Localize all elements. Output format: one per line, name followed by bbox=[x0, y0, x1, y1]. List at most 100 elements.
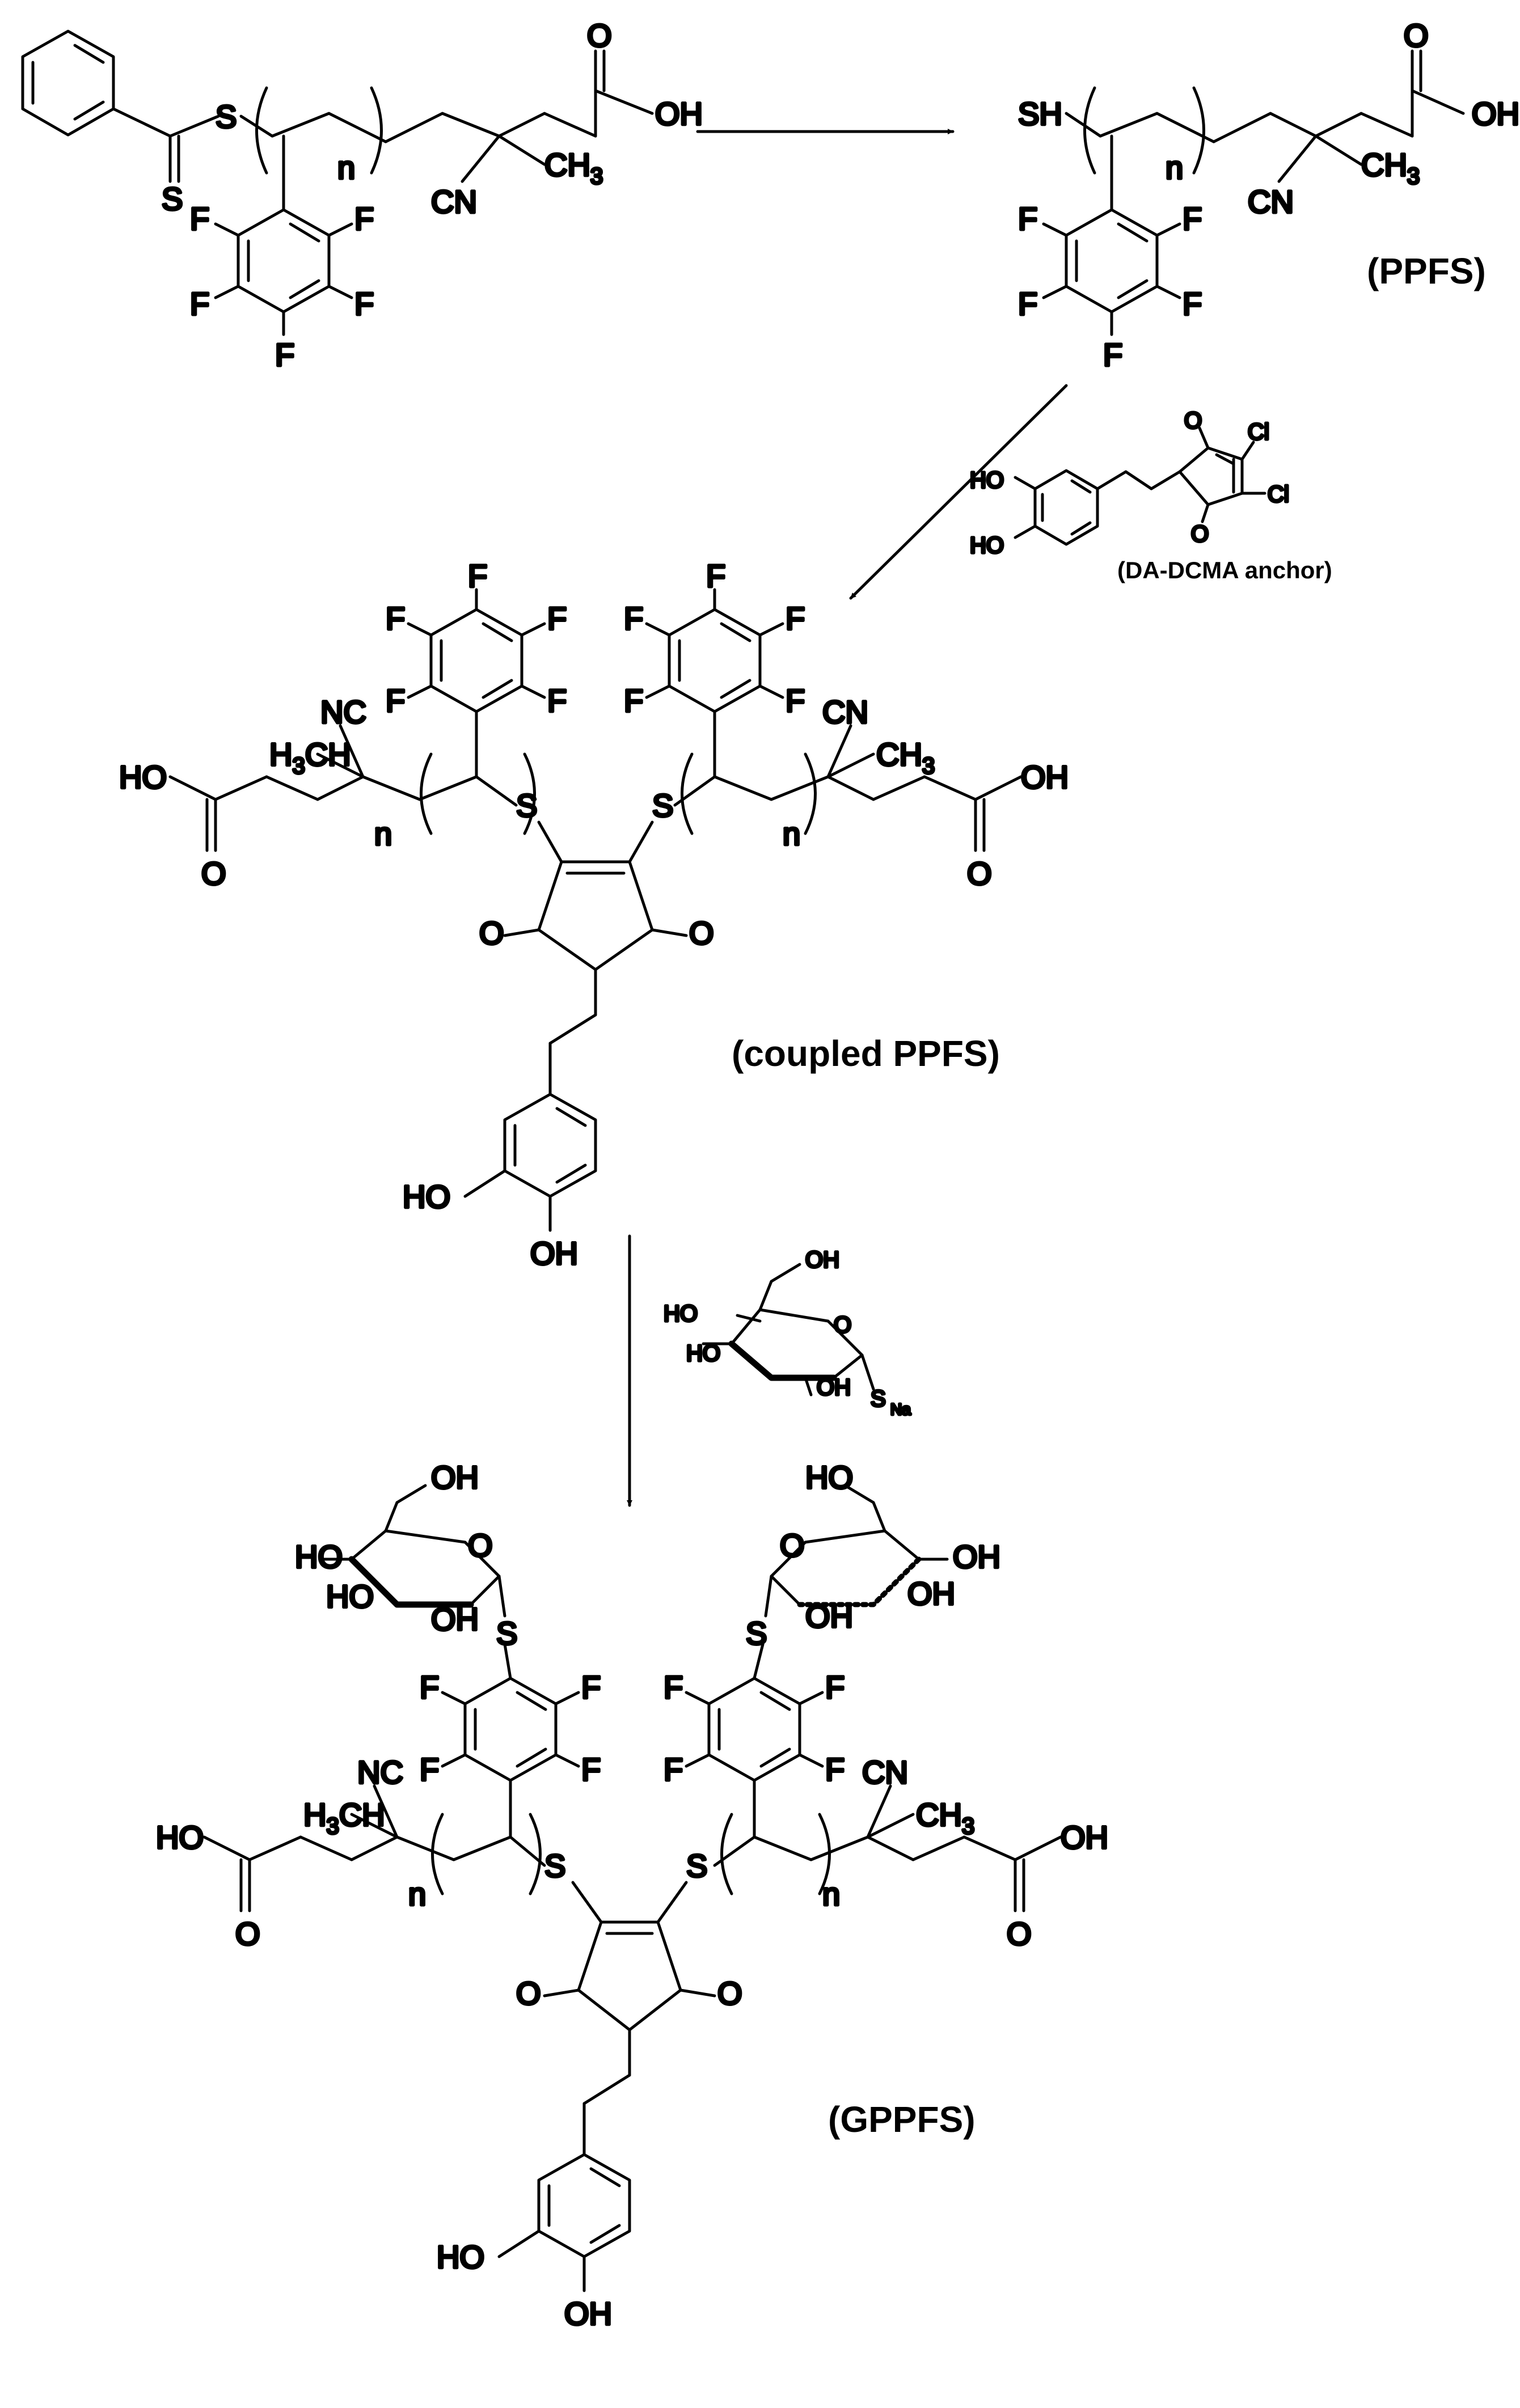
ppfs-structure: SH n CH3 CN O OH F F F F F bbox=[1017, 16, 1520, 374]
atom-f: F bbox=[664, 1669, 683, 1705]
hydroxyl-label: HO bbox=[686, 1341, 720, 1366]
methyl-label: H3CH bbox=[269, 737, 351, 778]
thioether-s: S bbox=[652, 788, 673, 823]
hydroxyl-label: HO bbox=[664, 1301, 698, 1326]
atom-o: O bbox=[587, 18, 612, 53]
hydroxyl-label: HO bbox=[970, 468, 1004, 493]
atom-f: F bbox=[1183, 286, 1202, 321]
repeat-n: n bbox=[822, 1876, 840, 1912]
hydroxyl-label: OH bbox=[431, 1601, 479, 1637]
atom-f: F bbox=[386, 600, 405, 636]
benzene-ring bbox=[21, 29, 115, 137]
label-coupled-ppfs: (coupled PPFS) bbox=[732, 1033, 1000, 1074]
thioether-s: S bbox=[746, 1615, 767, 1651]
hydroxyl-label: OH bbox=[655, 96, 703, 132]
chloro-label: Cl bbox=[1248, 420, 1269, 445]
atom-f: F bbox=[581, 1669, 601, 1705]
hydroxyl-label: HO bbox=[119, 759, 167, 795]
atom-o: O bbox=[516, 1975, 541, 2011]
hydroxyl-label: OH bbox=[805, 1598, 853, 1634]
da-dcma-anchor-structure: HO HO O O Cl Cl bbox=[969, 407, 1291, 560]
gppfs-structure: OH O HO HO OH S HO O OH OH OH S F F F F … bbox=[155, 1458, 1110, 2333]
atom-o: O bbox=[967, 856, 992, 891]
ring-oxygen: O bbox=[834, 1313, 851, 1338]
atom-o: O bbox=[201, 856, 226, 891]
atom-o: O bbox=[1404, 18, 1429, 53]
atom-f: F bbox=[354, 201, 374, 236]
hydroxyl-label: OH bbox=[1021, 759, 1069, 795]
nitrile-label: CN bbox=[1248, 184, 1294, 219]
nitrile-label: CN bbox=[862, 1754, 908, 1790]
hydroxyl-label: HO bbox=[156, 1819, 204, 1855]
repeat-n: n bbox=[783, 816, 800, 852]
hydroxyl-label: OH bbox=[431, 1459, 479, 1495]
hydroxyl-label: HO bbox=[437, 2239, 484, 2275]
atom-f: F bbox=[624, 600, 643, 636]
hydroxyl-label: HO bbox=[295, 1539, 343, 1575]
nitrile-label: NC bbox=[320, 694, 366, 730]
atom-o: O bbox=[1184, 408, 1202, 433]
atom-f: F bbox=[706, 558, 725, 594]
sodium-label: Na bbox=[890, 1400, 911, 1418]
thioether-s: S bbox=[686, 1848, 707, 1884]
atom-o: O bbox=[1191, 522, 1209, 547]
atom-f: F bbox=[386, 683, 405, 718]
hydroxyl-label: OH bbox=[817, 1375, 851, 1400]
repeat-n: n bbox=[337, 150, 355, 185]
atom-f: F bbox=[420, 1669, 439, 1705]
atom-o: O bbox=[689, 915, 714, 951]
atom-f: F bbox=[190, 286, 209, 321]
hydroxyl-label: HO bbox=[403, 1179, 450, 1214]
atom-o: O bbox=[1007, 1916, 1032, 1952]
methyl-label: CH3 bbox=[1361, 147, 1420, 189]
hydroxyl-label: OH bbox=[1472, 96, 1519, 132]
hydroxyl-label: OH bbox=[1061, 1819, 1108, 1855]
nitrile-label: NC bbox=[357, 1754, 403, 1790]
atom-f: F bbox=[547, 683, 567, 718]
atom-f: F bbox=[825, 1669, 845, 1705]
thiol-label: SH bbox=[1018, 96, 1062, 132]
ring-oxygen: O bbox=[468, 1527, 493, 1563]
coupled-ppfs-structure: F F F F F F F F F F NC H3CH CN CH3 HO O … bbox=[118, 557, 1070, 1273]
atom-s: S bbox=[162, 181, 183, 217]
atom-f: F bbox=[1103, 337, 1122, 373]
thioether-s: S bbox=[544, 1848, 565, 1884]
thiolate-s: S bbox=[871, 1386, 886, 1411]
label-gppfs: (GPPFS) bbox=[828, 2099, 976, 2140]
raft-polymer-structure: S S n CH3 CN O OH F F F F F bbox=[21, 16, 704, 374]
atom-f: F bbox=[1183, 201, 1202, 236]
hydroxyl-label: HO bbox=[326, 1578, 374, 1614]
hydroxyl-label: HO bbox=[805, 1459, 853, 1495]
label-ppfs: (PPFS) bbox=[1367, 251, 1486, 291]
atom-f: F bbox=[190, 201, 209, 236]
methyl-label: H3CH bbox=[303, 1797, 385, 1839]
atom-o: O bbox=[235, 1916, 260, 1952]
atom-f: F bbox=[1018, 201, 1037, 236]
repeat-n: n bbox=[1166, 150, 1183, 185]
atom-f: F bbox=[420, 1751, 439, 1787]
atom-o: O bbox=[717, 1975, 742, 2011]
methyl-label: CH3 bbox=[916, 1797, 974, 1839]
thioglucose-sodium-structure: OH O HO HO OH S Na bbox=[662, 1246, 913, 1420]
methyl-label: CH3 bbox=[544, 147, 603, 189]
atom-f: F bbox=[1018, 286, 1037, 321]
label-anchor: (DA-DCMA anchor) bbox=[1117, 557, 1332, 583]
atom-f: F bbox=[664, 1751, 683, 1787]
ring-oxygen: O bbox=[780, 1527, 805, 1563]
atom-f: F bbox=[547, 600, 567, 636]
hydroxyl-label: OH bbox=[953, 1539, 1000, 1575]
atom-f: F bbox=[581, 1751, 601, 1787]
methyl-label: CH3 bbox=[876, 737, 935, 778]
atom-f: F bbox=[275, 337, 294, 373]
atom-f: F bbox=[354, 286, 374, 321]
nitrile-label: CN bbox=[431, 184, 477, 219]
atom-s: S bbox=[216, 99, 237, 134]
nitrile-label: CN bbox=[822, 694, 868, 730]
reaction-arrow-coupling bbox=[849, 384, 1068, 600]
atom-f: F bbox=[786, 683, 805, 718]
chloro-label: Cl bbox=[1268, 482, 1289, 507]
hydroxyl-label: HO bbox=[970, 533, 1004, 558]
atom-f: F bbox=[786, 600, 805, 636]
repeat-n: n bbox=[408, 1876, 426, 1912]
